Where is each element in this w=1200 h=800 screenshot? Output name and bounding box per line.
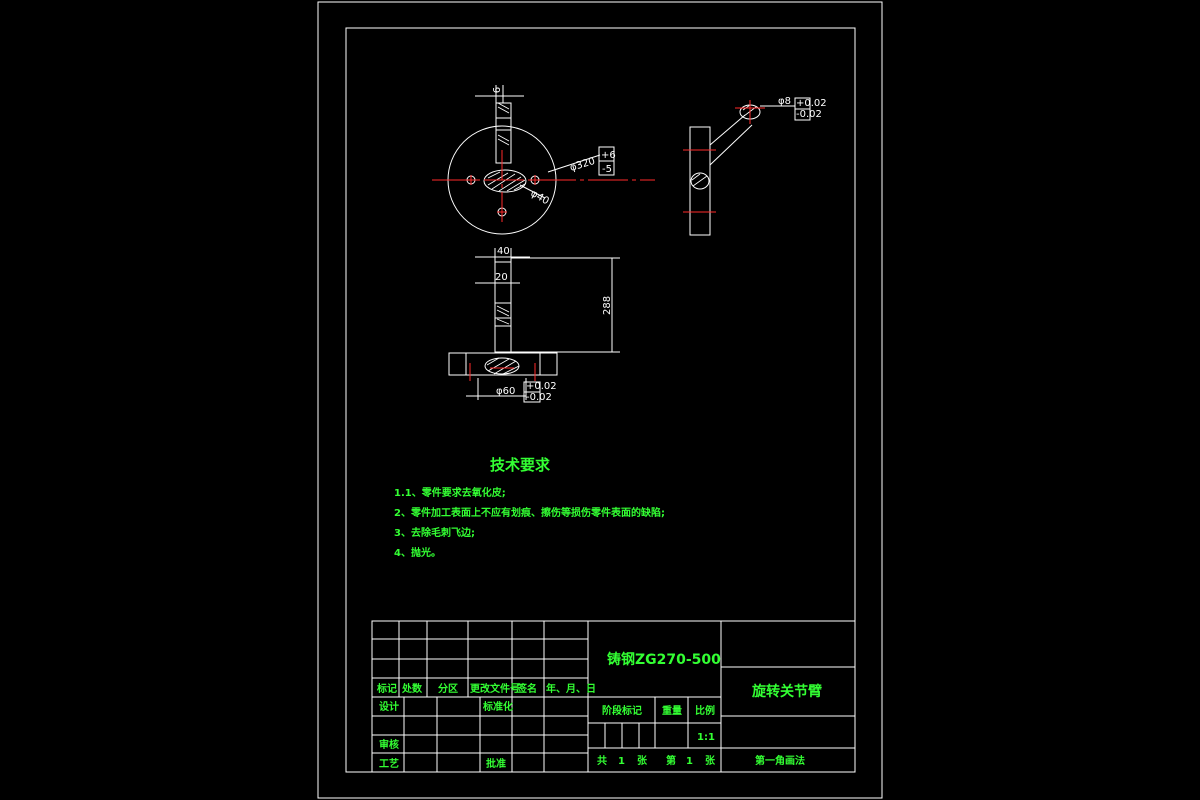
total-unit: 张 [637, 754, 648, 767]
shaft [494, 261, 512, 353]
base-tol-lower: -0.02 [526, 392, 552, 403]
projection-label: 第一角画法 [755, 754, 805, 767]
standardize-label: 标准化 [482, 700, 513, 713]
side-body [689, 126, 711, 236]
hub-outline [483, 169, 527, 193]
material-label: 铸钢ZG270-500 [607, 651, 721, 668]
weight-label: 重量 [662, 704, 682, 717]
rev-header-doc: 更改文件号 [470, 682, 520, 695]
inner-frame [345, 27, 856, 773]
pin-tol-lower: -0.02 [796, 109, 822, 120]
base [448, 352, 558, 376]
base-tol-upper: +0.02 [526, 381, 557, 392]
scale-label: 比例 [695, 704, 715, 717]
page-label: 第 [666, 754, 676, 767]
rev-header-date: 年、月、日 [546, 682, 596, 695]
inner-dia-label: φ40 [529, 188, 551, 207]
shaft-width-40: 40 [497, 246, 510, 257]
shaft-height: 288 [602, 296, 613, 315]
pin-tol-upper: +0.02 [796, 98, 827, 109]
page-count: 1 [686, 756, 693, 767]
top-view: 6 φ320 +6 -5 φ40 [432, 85, 655, 235]
tech-item-4: 4、抛光。 [394, 546, 441, 559]
rev-header-mark: 标记 [376, 682, 397, 695]
scale-value: 1:1 [697, 732, 715, 743]
tech-title: 技术要求 [490, 456, 551, 474]
outer-dia-label: φ320 [569, 156, 597, 174]
tech-item-1: 1.1、零件要求去氧化皮; [394, 486, 506, 499]
outer-border [317, 1, 883, 799]
stage-mark-label: 阶段标记 [602, 704, 642, 717]
front-view: 40 20 288 [448, 246, 620, 403]
side-view: φ8 +0.02 -0.02 [683, 96, 827, 236]
part-name-label: 旋转关节臂 [751, 683, 822, 700]
pin-dia-label: φ8 [778, 96, 791, 107]
total-label: 共 [597, 754, 607, 767]
approve-label: 批准 [486, 757, 506, 770]
top-slot-dim: 6 [492, 87, 503, 93]
base-dia-label: φ60 [496, 386, 515, 397]
outer-tol-lower: -5 [602, 164, 612, 175]
total-count: 1 [618, 756, 625, 767]
rev-header-zone: 分区 [438, 682, 458, 695]
design-label: 设计 [379, 700, 399, 713]
tech-item-3: 3、去除毛刺飞边; [394, 526, 475, 539]
tech-requirements: 技术要求 1.1、零件要求去氧化皮; 2、零件加工表面上不应有划痕、擦伤等损伤零… [394, 456, 665, 559]
review-label: 审核 [379, 738, 399, 751]
shaft-width-20: 20 [495, 272, 508, 283]
page-unit: 张 [705, 754, 716, 767]
outer-tol-upper: +6 [601, 150, 616, 161]
process-label: 工艺 [379, 757, 399, 770]
rev-header-sign: 签名 [516, 682, 537, 695]
tech-item-2: 2、零件加工表面上不应有划痕、擦伤等损伤零件表面的缺陷; [394, 506, 665, 519]
title-block: 铸钢ZG270-500 旋转关节臂 标记 处数 分区 更改文件号 签名 年、月、… [371, 620, 856, 773]
rev-header-count: 处数 [401, 682, 423, 695]
